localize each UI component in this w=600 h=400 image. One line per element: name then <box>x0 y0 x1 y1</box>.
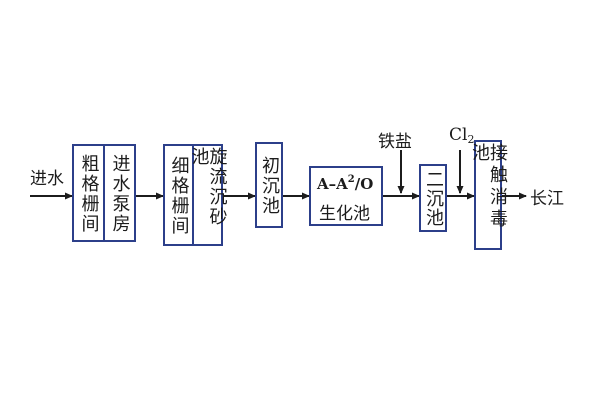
vortex-grit-chamber-label: 旋流沉砂池 <box>188 147 228 227</box>
biological-tank-label: 生化池 <box>319 204 370 224</box>
contact-disinfection-label: 接触消毒池 <box>469 143 508 231</box>
primary-settling-box: 初沉池 <box>255 142 283 228</box>
a2o-process-label: A–A2/O <box>317 174 374 193</box>
primary-settling-label: 初沉池 <box>259 155 280 216</box>
inlet-water-label: 进水 <box>30 169 64 189</box>
yangtze-river-outlet-label: 长江 <box>530 189 564 209</box>
contact-disinfection-box: 接触消毒池 <box>469 140 508 250</box>
iron-salt-label: 铁盐 <box>378 132 412 152</box>
box-divider <box>103 146 105 240</box>
a2o-biological-tank-box: A–A2/O 生化池 <box>309 166 383 226</box>
coarse-screen-pump-house-box: 粗格栅间 进水泵房 <box>72 144 136 242</box>
chlorine-label: Cl2 <box>449 125 475 146</box>
coarse-screen-label: 粗格栅间 <box>78 153 100 234</box>
secondary-settling-label: 二沉池 <box>423 170 444 227</box>
inlet-pump-house-label: 进水泵房 <box>109 153 131 234</box>
box-divider <box>192 146 194 244</box>
fine-screen-grit-box: 细格栅间 旋流沉砂池 <box>163 144 228 246</box>
fine-screen-label: 细格栅间 <box>168 155 190 236</box>
secondary-settling-box: 二沉池 <box>419 164 447 232</box>
